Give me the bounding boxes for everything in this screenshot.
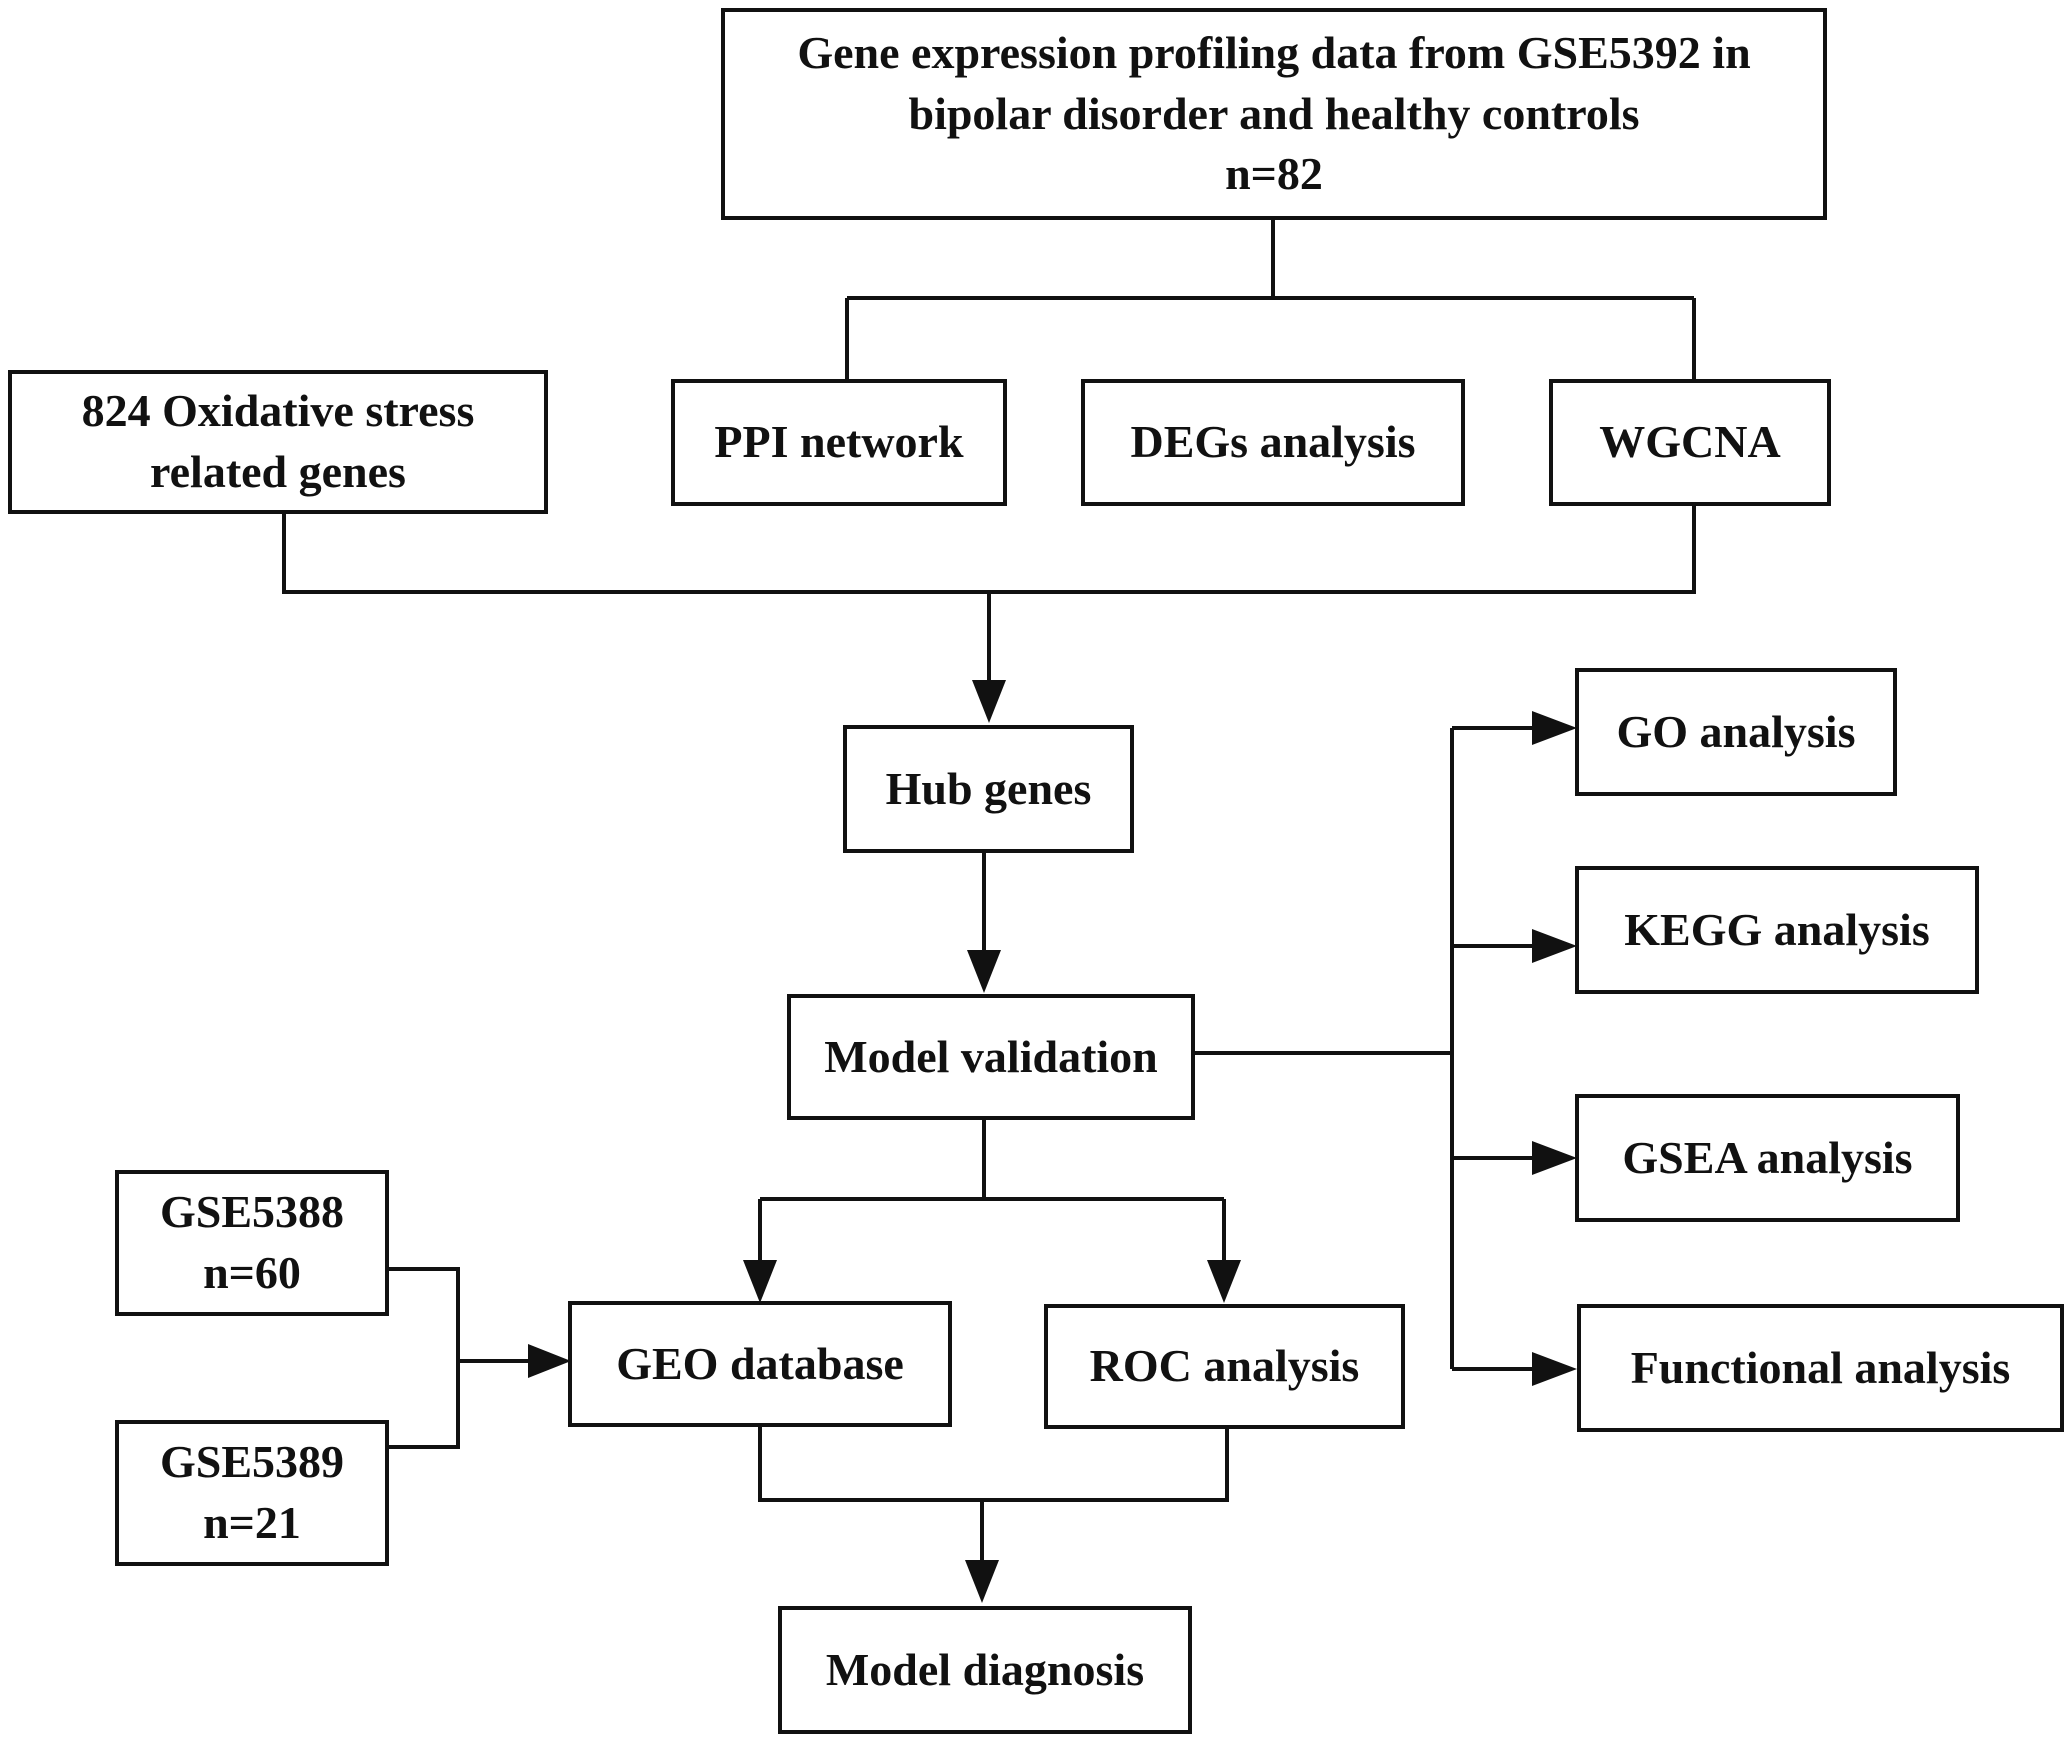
- oxidative-stress-box: 824 Oxidative stress related genes: [8, 370, 548, 514]
- model-diagnosis-label: Model diagnosis: [825, 1643, 1145, 1695]
- dataset-box: Gene expression profiling data from GSE5…: [721, 8, 1827, 220]
- gsea-analysis-box: GSEA analysis: [1575, 1094, 1960, 1222]
- wgcna-label: WGCNA: [1599, 416, 1781, 468]
- arrowhead-go: [1532, 711, 1577, 745]
- gse5389-box: GSE5389 n=21: [115, 1420, 389, 1566]
- gse5388-box: GSE5388 n=60: [115, 1170, 389, 1316]
- dataset-line-3: n=82: [1225, 148, 1323, 200]
- arrowhead-functional: [1532, 1352, 1577, 1386]
- connector-gse-to-geo: [386, 1267, 528, 1449]
- connector-validation-to-analyses: [1193, 726, 1532, 1371]
- gse5389-count: n=21: [203, 1497, 301, 1548]
- wgcna-box: WGCNA: [1549, 379, 1831, 506]
- dataset-line-1: Gene expression profiling data from GSE5…: [797, 26, 1751, 78]
- oxidative-line-2: related genes: [150, 446, 406, 497]
- kegg-analysis-box: KEGG analysis: [1575, 866, 1979, 994]
- arrowhead-roc: [1207, 1260, 1241, 1303]
- oxidative-line-1: 824 Oxidative stress: [81, 385, 475, 437]
- degs-analysis-label: DEGs analysis: [1130, 416, 1416, 468]
- arrowhead-validation: [967, 950, 1001, 993]
- connector-to-diagnosis: [758, 1424, 1229, 1560]
- functional-analysis-box: Functional analysis: [1577, 1304, 2064, 1432]
- gse5388-count: n=60: [203, 1247, 301, 1298]
- gsea-analysis-label: GSEA analysis: [1622, 1131, 1913, 1183]
- arrowhead-gse-geo: [528, 1344, 571, 1378]
- degs-analysis-box: DEGs analysis: [1081, 379, 1465, 506]
- go-analysis-label: GO analysis: [1616, 705, 1856, 757]
- model-validation-box: Model validation: [787, 994, 1195, 1120]
- roc-analysis-box: ROC analysis: [1044, 1304, 1405, 1429]
- geo-database-box: GEO database: [568, 1301, 952, 1427]
- model-diagnosis-box: Model diagnosis: [778, 1606, 1192, 1734]
- connector-validation-split: [758, 1118, 1226, 1260]
- kegg-analysis-label: KEGG analysis: [1624, 903, 1930, 955]
- gse5388-id: GSE5388: [159, 1186, 345, 1238]
- model-validation-label: Model validation: [824, 1030, 1158, 1082]
- ppi-network-box: PPI network: [671, 379, 1007, 506]
- gse5389-id: GSE5389: [159, 1436, 345, 1488]
- roc-analysis-label: ROC analysis: [1089, 1340, 1360, 1392]
- hub-genes-box: Hub genes: [843, 725, 1134, 853]
- arrowhead-gsea: [1532, 1141, 1577, 1175]
- arrowhead-diagnosis: [965, 1560, 999, 1603]
- ppi-network-label: PPI network: [714, 416, 964, 468]
- geo-database-label: GEO database: [616, 1337, 904, 1389]
- arrowhead-kegg: [1532, 929, 1577, 963]
- arrowhead-geo: [743, 1260, 777, 1303]
- functional-analysis-label: Functional analysis: [1630, 1341, 2011, 1393]
- dataset-line-2: bipolar disorder and healthy controls: [908, 87, 1640, 139]
- hub-genes-label: Hub genes: [885, 762, 1092, 814]
- go-analysis-box: GO analysis: [1575, 668, 1897, 796]
- arrowhead-hub: [972, 680, 1006, 723]
- connector-dataset-to-analyses: [845, 220, 1696, 383]
- connector-merge-to-hub: [282, 504, 1696, 680]
